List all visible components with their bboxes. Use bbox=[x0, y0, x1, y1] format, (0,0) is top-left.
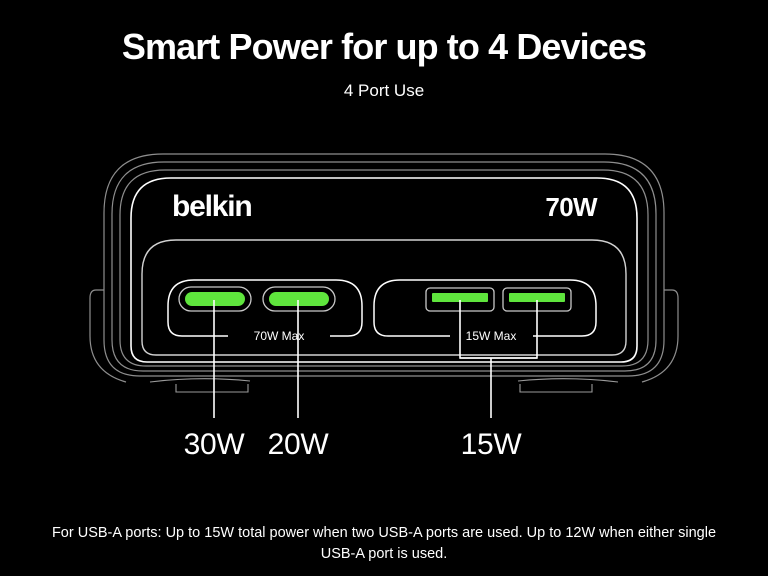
power-badge: 70W bbox=[545, 192, 598, 222]
belkin-logo: belkin bbox=[172, 190, 252, 223]
usb-c-port-2 bbox=[262, 286, 336, 312]
usb-c-group-max-label: 70W Max bbox=[254, 329, 305, 343]
usb-a-port-2-fill bbox=[509, 293, 565, 302]
footnote-text: For USB-A ports: Up to 15W total power w… bbox=[51, 524, 717, 562]
port-well-outline bbox=[141, 239, 627, 356]
callout-label-usb-a-pair: 15W bbox=[460, 428, 522, 461]
charger-line-drawing: belkin 70W bbox=[89, 153, 679, 418]
callout-label-usb-c-1: 30W bbox=[183, 428, 245, 461]
usb-c-port-2-outline bbox=[262, 286, 336, 312]
usb-c-port-2-fill bbox=[269, 292, 329, 306]
usb-c-port-group: 70W Max bbox=[167, 279, 363, 343]
leader-lines-usb-a bbox=[459, 300, 538, 418]
callout-label-row: 30W 20W 15W bbox=[0, 428, 768, 480]
device-front-face bbox=[130, 177, 638, 363]
usb-a-port-group: 15W Max bbox=[373, 279, 597, 343]
device-feet bbox=[149, 378, 619, 393]
usb-c-group-panel bbox=[167, 279, 363, 337]
device-shell-outlines bbox=[103, 153, 665, 377]
usb-a-port-1-fill bbox=[432, 293, 488, 302]
usb-a-group-max-label: 15W Max bbox=[466, 329, 517, 343]
page-title: Smart Power for up to 4 Devices bbox=[121, 26, 647, 67]
side-wing-left bbox=[89, 289, 127, 383]
page-subtitle: 4 Port Use bbox=[343, 80, 425, 100]
leader-lines-usb-c bbox=[213, 300, 299, 418]
usb-a-group-panel bbox=[373, 279, 597, 337]
device-illustration: belkin 70W bbox=[0, 140, 768, 420]
usb-c-port-1-outline bbox=[178, 286, 252, 312]
leader-line-usb-a-2 bbox=[522, 300, 538, 359]
callout-label-usb-c-2: 20W bbox=[267, 428, 329, 461]
usb-c-port-1 bbox=[178, 286, 252, 312]
side-wing-right bbox=[641, 289, 679, 383]
usb-c-port-1-fill bbox=[185, 292, 245, 306]
header: Smart Power for up to 4 Devices 4 Port U… bbox=[0, 0, 768, 101]
